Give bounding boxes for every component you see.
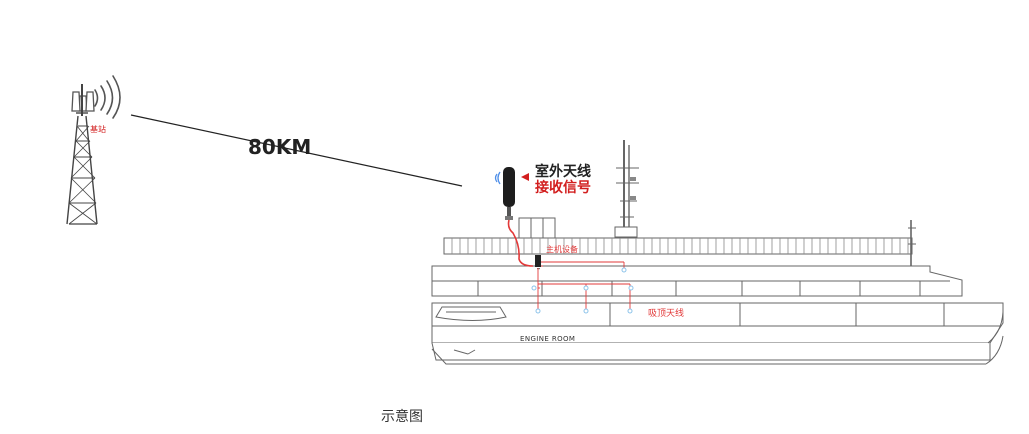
pointer-arrow-icon — [521, 173, 529, 181]
outdoor-antenna-icon — [494, 167, 515, 220]
distance-label: 80KM — [248, 135, 312, 159]
base-station-label: 基站 — [90, 125, 106, 134]
radio-waves-icon — [94, 75, 121, 119]
signal-line — [130, 114, 463, 187]
feeder-cable — [507, 219, 534, 267]
host-device-label: 主机设备 — [546, 245, 578, 254]
diagram-caption: 示意图 — [381, 409, 423, 425]
ceiling-antenna-markers — [531, 267, 634, 314]
ceiling-antenna-label: 吸顶天线 — [648, 309, 685, 319]
outdoor-antenna-title: 室外天线 — [535, 164, 591, 180]
ship-outline — [431, 140, 1004, 365]
host-device-icon — [535, 255, 541, 270]
outdoor-antenna-subtitle: 接收信号 — [535, 180, 591, 196]
engine-room-label: ENGINE ROOM — [520, 335, 576, 343]
base-station-tower-icon — [66, 84, 98, 225]
